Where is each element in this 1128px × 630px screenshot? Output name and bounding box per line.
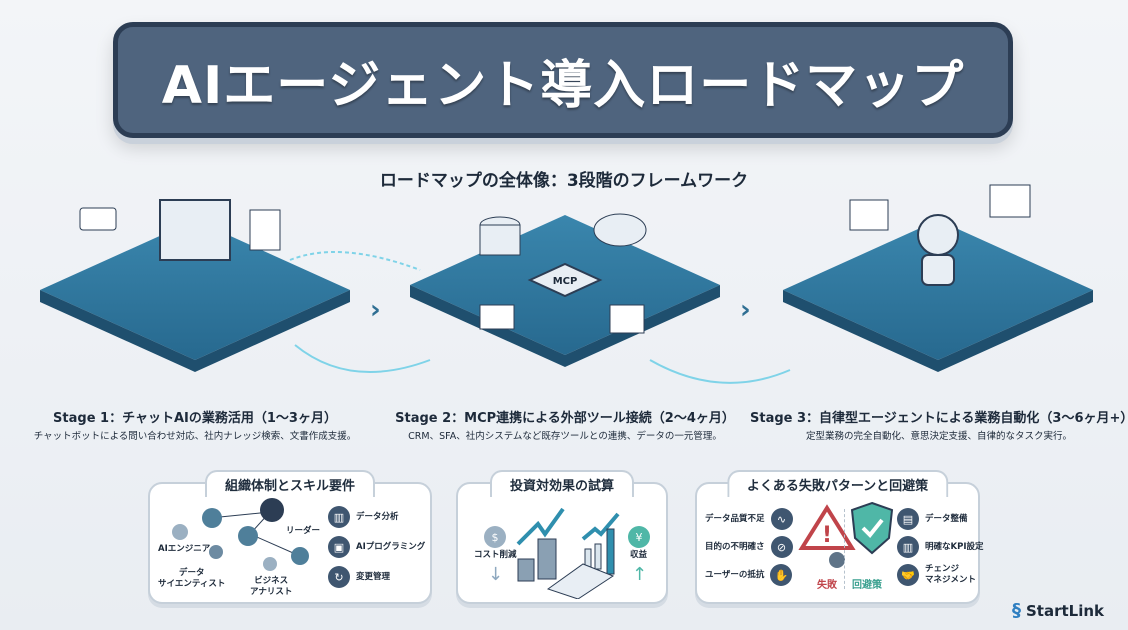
kpi-icon: ▥ [897,536,919,558]
org-panel-title: 組織体制とスキル要件 [204,470,376,497]
svg-text:!: ! [822,523,832,548]
person-icon [238,526,258,546]
thumbs-down-icon: ✋ [770,564,793,586]
calculator-icon [546,563,615,599]
mcp-hub-icon [527,262,603,298]
role-ai-engineer: AIエンジニア [158,544,211,554]
warning-icon: ! [798,504,856,568]
chevron-right-icon: › [370,295,381,325]
title-banner: AIエージェント導入ロードマップ [113,22,1013,138]
role-data-scientist: データ サイエンティスト [158,568,226,589]
solution-item: データ整備 [925,513,968,524]
person-icon [260,498,284,522]
cost-reduction-label: コスト削減 [474,550,517,560]
failure-item: 目的の不明確さ [705,541,765,552]
connector-line [649,359,791,384]
chevron-right-icon: › [740,295,751,325]
divider [844,509,845,589]
chat-bubble-icon [79,207,117,231]
person-icon [209,545,223,559]
skill-item: 変更管理 [356,571,391,582]
dollar-icon: $ [484,526,506,548]
connector-line [294,344,431,373]
cloud-icon [593,213,647,247]
org-panel: 組織体制とスキル要件 リーダー AIエンジニア データ サイエンティスト ビジネ… [148,470,432,604]
startlink-logo-icon: § [1012,600,1021,621]
subtitle: ロードマップの全体像：3段階のフレームワーク [379,171,749,191]
failure-panel-title: よくある失敗パターンと回避策 [726,470,949,497]
robot-icon [917,214,959,256]
mcp-label: MCP [553,276,578,287]
revenue-label: 収益 [630,550,648,560]
arrow-down-icon: ↓ [488,564,504,585]
roi-illustration [516,507,620,599]
failure-label: 失敗 [817,580,837,591]
arrow-up-icon: ↑ [632,564,648,585]
stage3-desc: 定型業務の完全自動化、意思決定支援、自律的なタスク実行。 [805,431,1072,442]
stage1-platform [40,199,350,372]
solution-item: チェンジ マネジメント [925,564,977,585]
stage3-title: Stage 3：自律型エージェントによる業務自動化（3〜6ヶ月+） [750,411,1128,426]
handshake-icon: 🤝 [897,564,919,586]
person-icon [263,557,277,571]
person-icon [291,547,309,565]
stages-illustration: MCP [40,184,1093,384]
change-icon: ↻ [328,566,350,588]
quality-icon: ∿ [770,508,793,530]
brand-logo: § StartLink [1012,600,1104,621]
monitor-icon [159,199,231,261]
person-icon [172,524,188,540]
stage1-title: Stage 1：チャットAIの業務活用（1〜3ヶ月） [53,411,337,426]
chart-screen-icon [989,184,1031,218]
document-icon [249,209,281,251]
org-chart-illustration [172,498,309,571]
roi-panel: 投資対効果の試算 $ コスト削減 ↓ ¥ 収益 ↑ [456,470,668,604]
slash-icon: ⊘ [770,536,793,558]
skill-item: データ分析 [356,511,399,522]
solution-item: 明確なKPI設定 [925,541,984,552]
shield-check-icon [850,501,894,555]
page-title: AIエージェント導入ロードマップ [161,55,965,116]
stage2-title: Stage 2：MCP連携による外部ツール接続（2〜4ヶ月） [395,411,735,426]
person-icon [202,508,222,528]
solution-label: 回避策 [852,580,882,591]
stage2-desc: CRM、SFA、社内システムなど既存ツールとの連携、データの一元管理。 [408,431,722,442]
role-leader: リーダー [286,526,321,536]
stage1-desc: チャットボットによる問い合わせ対応、社内ナレッジ検索、文書作成支援。 [33,431,357,442]
coin-stack-icon [537,538,557,580]
mail-icon [479,304,515,330]
role-business-analyst: ビジネス アナリスト [250,576,293,597]
stage3-platform [783,184,1093,372]
chip-icon: ▣ [328,536,350,558]
analytics-icon: ▥ [328,506,350,528]
skill-item: AIプログラミング [356,541,426,552]
yen-icon: ¥ [628,526,650,548]
data-prep-icon: ▤ [897,508,919,530]
roi-panel-title: 投資対効果の試算 [489,470,635,497]
connector-line [289,251,421,271]
failure-item: データ品質不足 [705,513,765,524]
dashboard-icon [609,304,645,334]
failure-item: ユーザーの抵抗 [705,569,765,580]
stage2-platform [410,213,720,367]
brand-name: StartLink [1026,601,1105,620]
gear-screen-icon [849,199,889,231]
failure-panel: よくある失敗パターンと回避策 データ品質不足 ∿ 目的の不明確さ ⊘ ユーザーの抵抗… [695,470,984,604]
